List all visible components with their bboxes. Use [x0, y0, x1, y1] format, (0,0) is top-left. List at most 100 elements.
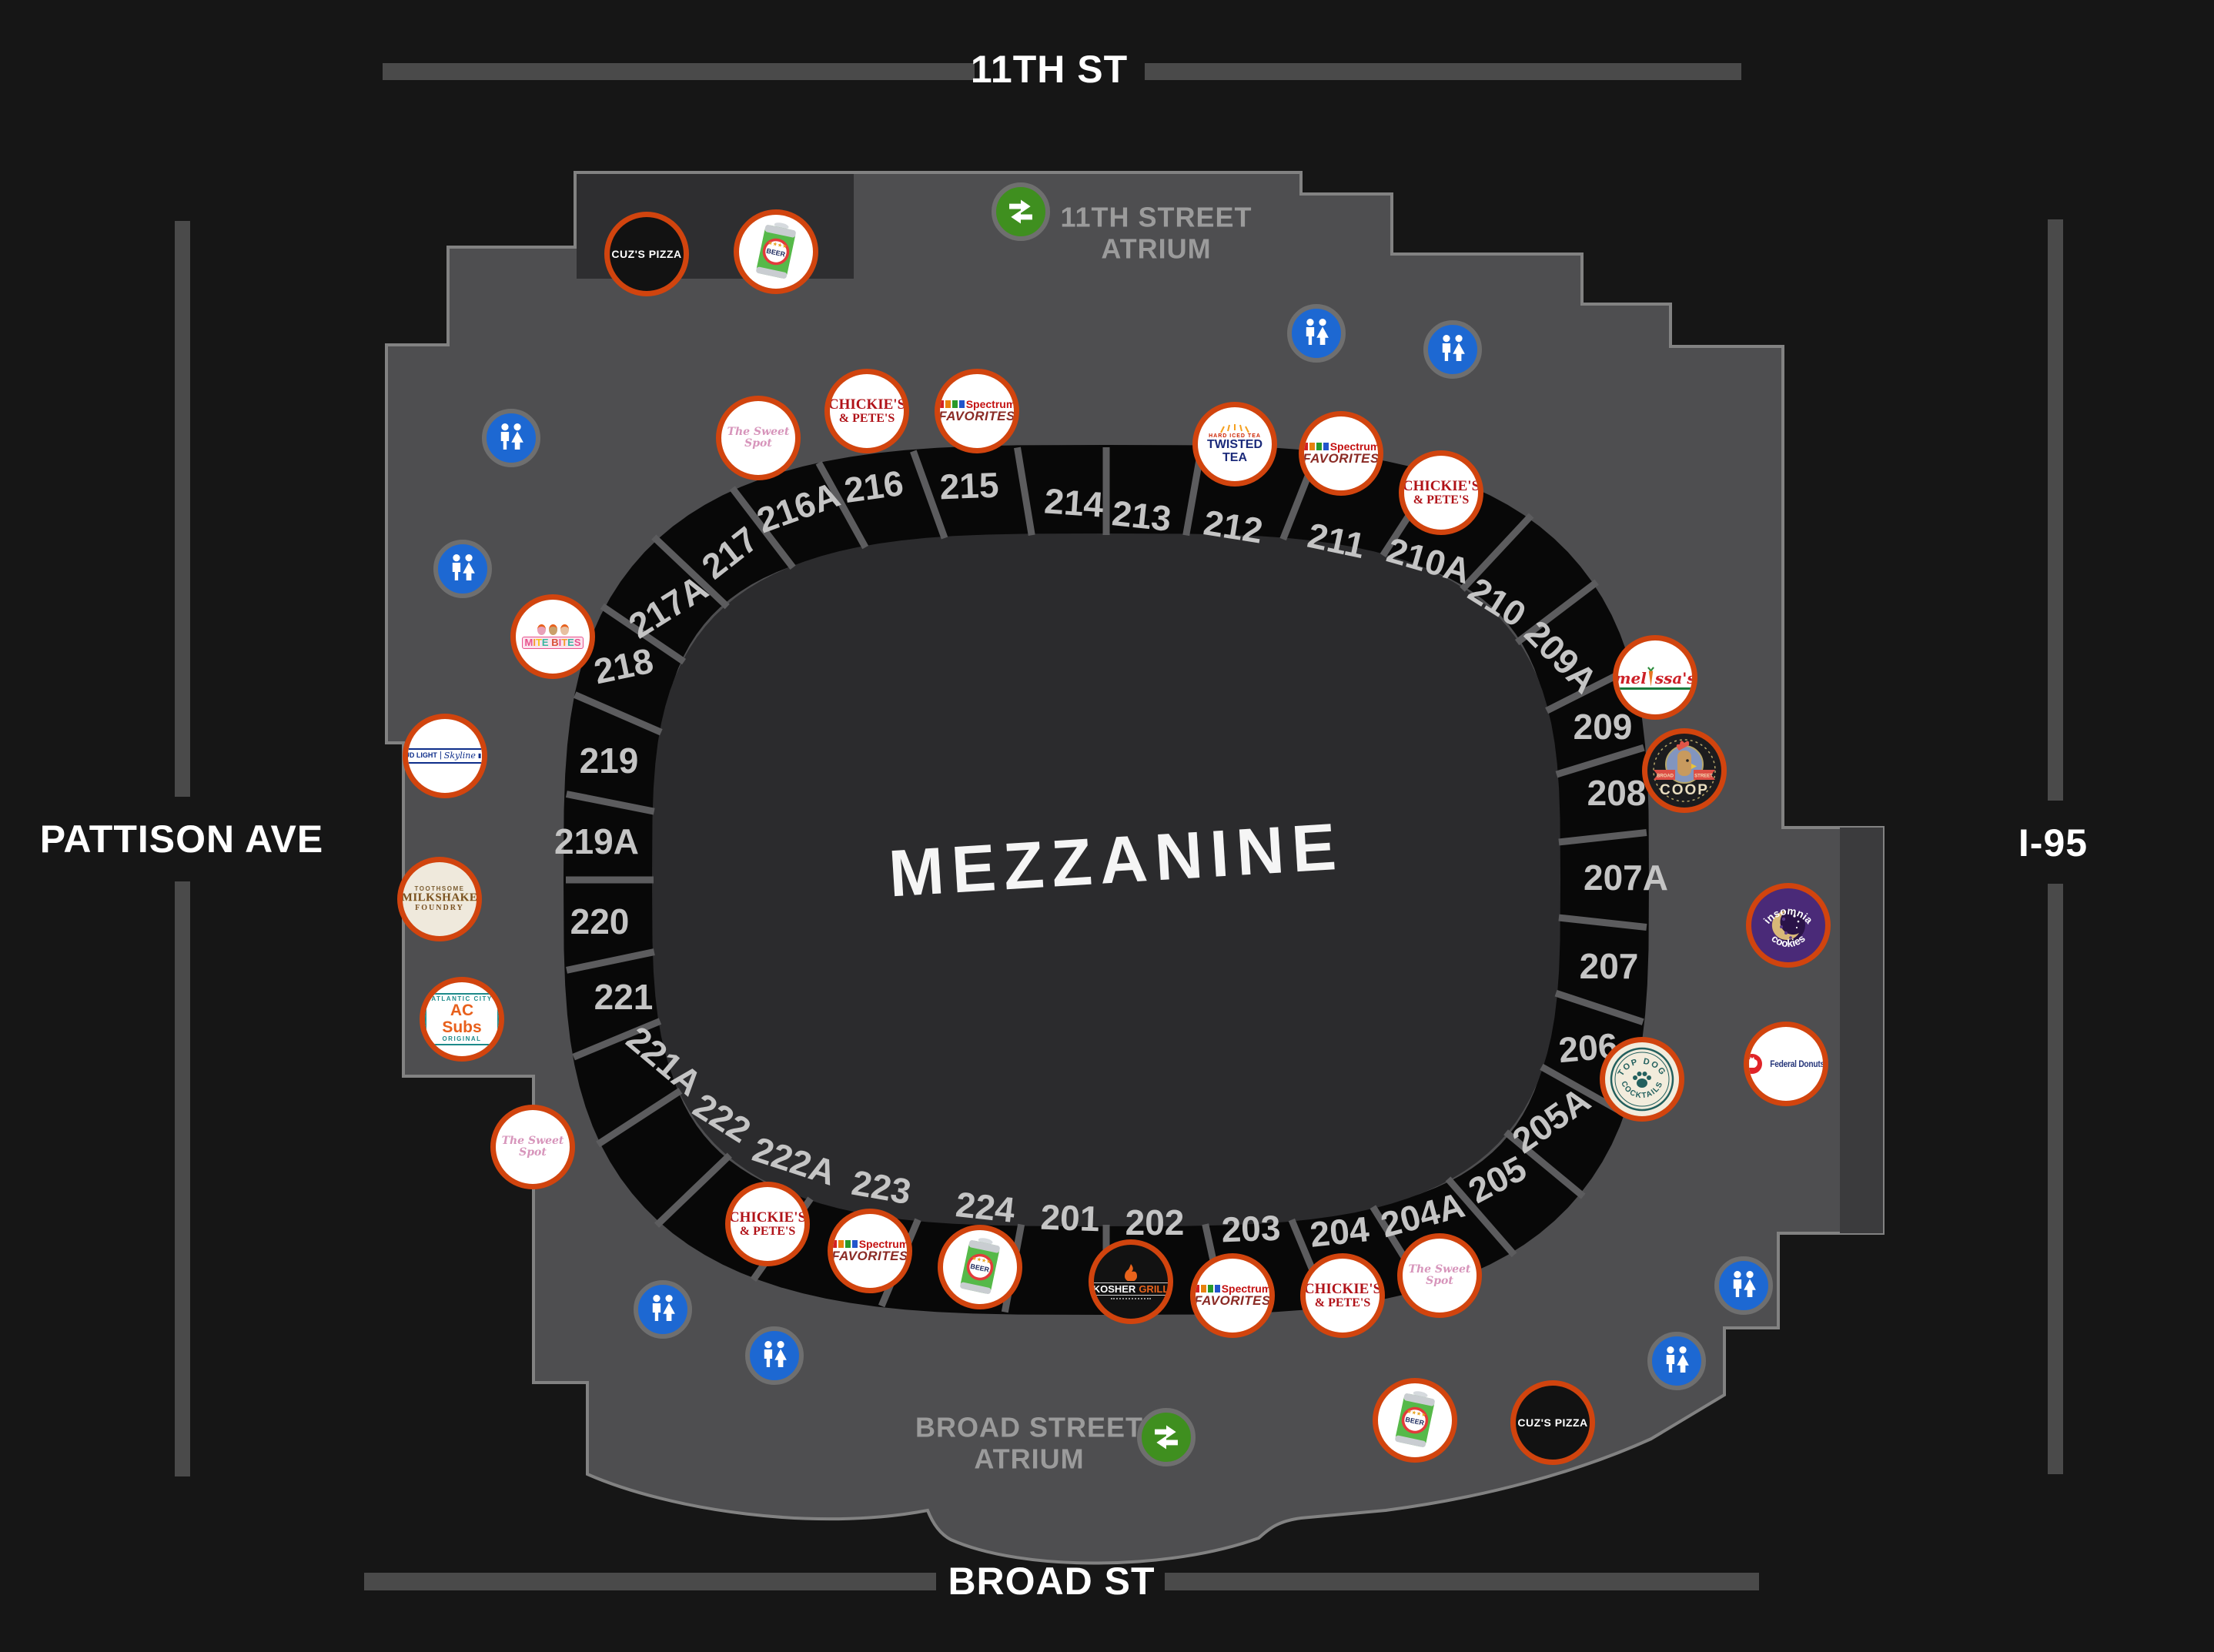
section-divider [596, 1088, 683, 1148]
vendor-label: Federal Donuts [1749, 1054, 1823, 1074]
section-208[interactable]: 208 [1587, 773, 1647, 813]
vendor-label: The Sweet Spot [1408, 1263, 1471, 1287]
restroom-marker[interactable] [433, 540, 492, 598]
street-label-bottom: BROAD ST [948, 1560, 1155, 1603]
vendor-label: TWISTED TEA [1207, 438, 1263, 465]
street-label-top: 11TH ST [970, 48, 1129, 91]
section-divider [1460, 513, 1534, 592]
section-207A[interactable]: 207A [1584, 858, 1668, 898]
restroom-marker[interactable] [482, 409, 540, 467]
section-203[interactable]: 203 [1220, 1207, 1282, 1250]
section-209[interactable]: 209 [1573, 707, 1633, 747]
atrium-label-11th-street: 11TH STREET ATRIUM [1060, 202, 1252, 266]
vendor-label: CUZ'S PIZZA [611, 247, 682, 260]
transfer-arrows-icon [1009, 199, 1032, 224]
vendor-twisted-tea[interactable]: HARD ICED TEA TWISTED TEA [1192, 402, 1277, 487]
vendor-coop[interactable]: BROAD STREET COOP [1642, 728, 1727, 813]
coop-chicken-icon: BROAD STREET COOP [1653, 739, 1716, 802]
section-divider [1554, 989, 1644, 1025]
section-214[interactable]: 214 [1042, 480, 1105, 525]
vendor-beer[interactable]: BEER ★★★★ [1373, 1378, 1457, 1463]
vendor-label: The Sweet Spot [501, 1135, 564, 1159]
section-220[interactable]: 220 [570, 901, 630, 941]
vendor-chickies[interactable]: CHICKIE'S & PETE'S [824, 369, 909, 453]
vendor-sweet-spot[interactable]: The Sweet Spot [1397, 1233, 1482, 1318]
vendor-label: FAVORITES [1303, 451, 1380, 467]
section-219A[interactable]: 219A [554, 821, 639, 861]
vendor-mite-bites[interactable]: MITE BITES [510, 594, 595, 679]
vendor-spectrum[interactable]: Spectrum FAVORITES [1299, 411, 1383, 496]
vendor-bud-light[interactable]: BUD LIGHT| Skyline▮▮▮ [403, 714, 487, 798]
section-221[interactable]: 221 [594, 977, 654, 1017]
street-bar-right-lower [2048, 884, 2063, 1474]
vendor-spectrum[interactable]: Spectrum FAVORITES [935, 369, 1019, 453]
transfer-arrows-icon [1155, 1425, 1178, 1450]
vendor-spectrum[interactable]: Spectrum FAVORITES [828, 1209, 912, 1293]
atrium-transfer-icon[interactable] [1137, 1408, 1196, 1466]
section-219[interactable]: 219 [579, 741, 639, 781]
section-204[interactable]: 204 [1308, 1209, 1371, 1255]
vendor-chickies[interactable]: CHICKIE'S & PETE'S [1300, 1253, 1385, 1338]
sunburst-icon [1220, 424, 1249, 433]
vendor-chickies[interactable]: CHICKIE'S & PETE'S [725, 1182, 810, 1266]
vendor-beer[interactable]: BEER ★★★★ [734, 209, 818, 294]
street-label-right: I-95 [2018, 821, 2089, 864]
restroom-marker[interactable] [745, 1326, 804, 1385]
vendor-label: Spectrum [833, 1239, 907, 1250]
vendor-label: MITE BITES [522, 637, 584, 649]
section-divider [651, 534, 730, 610]
vendor-insomnia[interactable]: insomnia cookies [1746, 883, 1831, 968]
vendor-cuzs-pizza[interactable]: CUZ'S PIZZA [1510, 1380, 1595, 1465]
vendor-cuzs-pizza[interactable]: CUZ'S PIZZA [604, 212, 689, 296]
beer-can-icon: BEER ★★★★ [960, 1238, 1000, 1294]
vendor-label: BUD LIGHT| Skyline▮▮▮ [408, 748, 482, 764]
street-bar-right-upper [2048, 219, 2063, 801]
section-224[interactable]: 224 [954, 1184, 1017, 1230]
vendor-spectrum[interactable]: Spectrum FAVORITES [1190, 1253, 1275, 1338]
vendor-sweet-spot[interactable]: The Sweet Spot [716, 396, 801, 480]
street-bar-bottom-left [364, 1573, 936, 1590]
section-202[interactable]: 202 [1125, 1202, 1185, 1242]
topdog-paw-icon: TOP DOG COCKTAILS [1610, 1047, 1674, 1112]
bowl-floor [652, 533, 1560, 1226]
svg-text:COOP: COOP [1660, 782, 1709, 798]
vendor-label: CHICKIE'S [1402, 477, 1480, 494]
vendor-ac-subs[interactable]: ATLANTIC CITY AC Subs ORIGINAL [420, 977, 504, 1062]
section-216[interactable]: 216 [841, 462, 906, 511]
vendor-label: CUZ'S PIZZA [1517, 1416, 1588, 1429]
street-bar-top-right [1145, 63, 1741, 80]
street-bar-left-lower [175, 881, 190, 1476]
vendor-chickies[interactable]: CHICKIE'S & PETE'S [1399, 450, 1483, 535]
restroom-marker[interactable] [1287, 304, 1346, 363]
street-bar-left-upper [175, 221, 190, 797]
vendor-label: & PETE'S [1314, 1296, 1371, 1309]
restroom-marker[interactable] [1647, 1332, 1706, 1390]
vendor-label: & PETE'S [1413, 493, 1470, 507]
section-207[interactable]: 207 [1579, 946, 1639, 986]
vendor-beer[interactable]: BEER ★★★★ [938, 1225, 1022, 1309]
section-divider [910, 450, 948, 540]
vendor-federal[interactable]: Federal Donuts [1744, 1022, 1828, 1106]
svg-text:STREET: STREET [1694, 774, 1713, 779]
svg-text:BROAD: BROAD [1657, 774, 1674, 779]
restroom-marker[interactable] [1714, 1256, 1773, 1315]
vendor-top-dog[interactable]: TOP DOG COCKTAILS [1600, 1037, 1684, 1122]
atrium-transfer-icon[interactable] [992, 182, 1050, 241]
restroom-marker[interactable] [1423, 320, 1482, 379]
section-215[interactable]: 215 [938, 464, 1000, 507]
atrium-label-line: ATRIUM [974, 1443, 1085, 1475]
section-divider [1558, 829, 1647, 846]
restroom-icon [1306, 319, 1329, 345]
section-divider [573, 691, 663, 736]
atrium-label-line: ATRIUM [1101, 233, 1212, 265]
vendor-label: FAVORITES [1194, 1293, 1271, 1309]
vendor-sweet-spot[interactable]: The Sweet Spot [490, 1105, 575, 1189]
vendor-milkshake[interactable]: TOOTHSOME MILKSHAKE FOUNDRY [397, 857, 482, 941]
section-213[interactable]: 213 [1110, 493, 1173, 539]
section-201[interactable]: 201 [1039, 1196, 1101, 1239]
restroom-marker[interactable] [634, 1280, 692, 1339]
section-divider [565, 791, 655, 815]
